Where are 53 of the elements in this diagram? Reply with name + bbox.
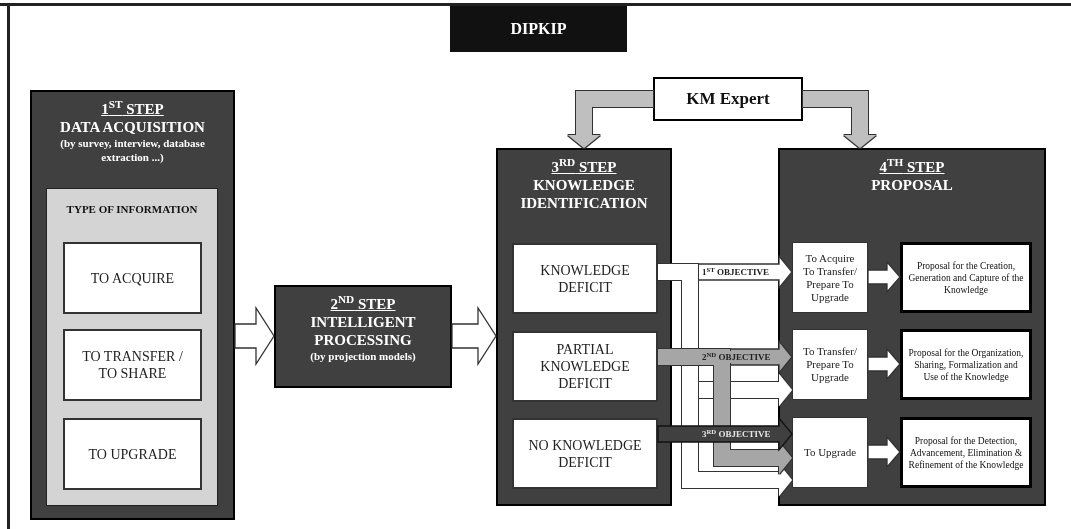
box-label: KM Expert [686, 88, 770, 111]
category-box [792, 417, 868, 488]
step-panel [30, 90, 235, 520]
block-arrow [867, 260, 901, 294]
category-box [512, 418, 658, 489]
title-banner: DIPKIP [450, 6, 627, 52]
block-arrow [451, 305, 497, 367]
category-box [63, 329, 202, 401]
block-arrow [867, 347, 901, 381]
box-text: KNOWLEDGE DEFICIT [539, 261, 631, 296]
step-number: 2$^{ND}$ STEP [330, 295, 396, 313]
step-panel [778, 148, 1046, 506]
box-text: Proposal for the Organization, Sharing, Formalization and Use of the Knowledge [907, 346, 1025, 383]
info-panel [46, 188, 218, 506]
step-title: KNOWLEDGE IDENTIFICATION [519, 176, 649, 212]
block-arrow [658, 349, 792, 474]
step-note: (by survey, interview, database extraction ...) [59, 136, 206, 164]
edge-label: 2$^{ND}$ OBJECTIVE [700, 351, 773, 363]
step-title: PROPOSAL [871, 176, 953, 194]
category-box [792, 329, 868, 400]
box-text: TO UPGRADE [88, 445, 177, 463]
box-text: TO TRANSFER / TO SHARE [81, 348, 184, 382]
box-text: TO ACQUIRE [90, 269, 175, 287]
proposal-box [900, 329, 1032, 400]
step-panel [274, 285, 452, 388]
category-box [512, 243, 658, 314]
step-number: 1$^{ST}$ STEP [101, 100, 164, 118]
edge-label: 3$^{RD}$ OBJECTIVE [700, 428, 773, 440]
category-box [63, 242, 202, 314]
step-title: INTELLIGENT PROCESSING [309, 313, 417, 349]
box-text: Proposal for the Detection, Advancement, Elimination & Refinement of the Knowledge [907, 434, 1025, 471]
category-box [792, 242, 868, 313]
category-box [63, 418, 202, 490]
box-text: To Transfer/ Prepare To Upgrade [802, 345, 858, 384]
expert-box [653, 77, 803, 121]
block-arrow [568, 91, 653, 148]
step-panel [496, 148, 672, 506]
step-number: 4$^{TH}$ STEP [879, 158, 945, 176]
step-number: 3$^{RD}$ STEP [551, 158, 617, 176]
step-title: DATA ACQUISITION [60, 118, 205, 136]
box-text: NO KNOWLEDGE DEFICIT [527, 436, 643, 471]
box-text: Proposal for the Creation, Generation and Capture of the Knowledge [907, 259, 1025, 296]
step-note: (by projection models) [310, 349, 416, 363]
proposal-box [900, 242, 1032, 313]
box-text: To Upgrade [803, 446, 857, 459]
box-text: To Acquire To Transfer/ Prepare To Upgrade [802, 251, 858, 304]
group-heading: TYPE OF INFORMATION [66, 202, 198, 217]
edge-label: 1$^{ST}$ OBJECTIVE [700, 266, 772, 278]
proposal-box [900, 417, 1032, 488]
category-box [512, 331, 658, 402]
block-arrow [867, 435, 901, 469]
block-arrow [234, 305, 275, 367]
box-text: PARTIAL KNOWLEDGE DEFICIT [539, 341, 631, 392]
